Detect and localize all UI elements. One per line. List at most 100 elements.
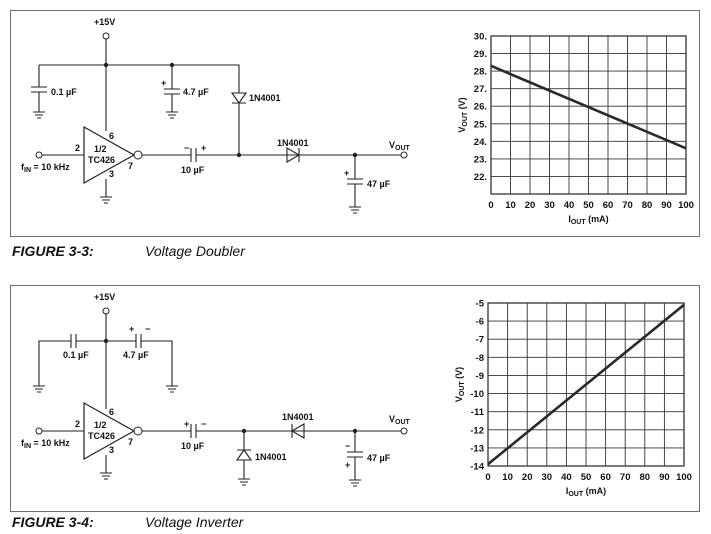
vout-label: VOUT [389, 414, 411, 426]
y-tick-label: -5 [476, 299, 485, 310]
pin-7-label: 7 [128, 437, 133, 447]
diode-shunt-label: 1N4001 [255, 452, 287, 462]
x-tick-label: 100 [678, 200, 694, 211]
cap-10uf-plus: + [184, 419, 189, 429]
cap-47uf-plus: + [344, 168, 349, 178]
pin-3-label: 3 [109, 169, 114, 179]
cap-10uf-label: 10 µF [181, 441, 205, 451]
input-terminal [35, 427, 43, 435]
fin-label: fIN = 10 kHz [21, 438, 70, 450]
x-tick-label: 0 [488, 200, 493, 211]
diode-top-label: 1N4001 [249, 93, 281, 103]
vout-series-line [487, 303, 685, 466]
ic-name-label: TC426 [88, 431, 115, 441]
x-tick-label: 10 [505, 200, 516, 211]
y-tick-label: -12 [470, 425, 484, 436]
figure-3-3-title: Voltage Doubler [145, 243, 245, 259]
x-tick-label: 30 [544, 200, 555, 211]
x-tick-label: 30 [542, 472, 553, 483]
figure-3-3-panel: +15V 0.1 µF + 4.7 µF 1N4001 fIN = 10 kHz… [10, 10, 700, 237]
cap-4-7uf-plus: + [129, 324, 134, 334]
x-tick-label: 60 [600, 472, 611, 483]
y-tick-label: -11 [471, 407, 485, 418]
diode-series-symbol [286, 147, 301, 163]
y-tick-label: 27. [474, 84, 487, 95]
diode-top-symbol [230, 92, 248, 104]
voltage-doubler-schematic: +15V 0.1 µF + 4.7 µF 1N4001 fIN = 10 kHz… [21, 17, 694, 227]
cap-47uf-label: 47 µF [367, 453, 391, 463]
x-tick-label: 70 [620, 472, 631, 483]
x-tick-label: 80 [642, 200, 653, 211]
x-axis-label: IOUT (mA) [568, 214, 608, 226]
figure-3-4-panel: +15V 0.1 µF + − 4.7 µF fIN = 10 kHz 2 1/… [10, 285, 700, 512]
input-terminal [35, 151, 43, 159]
y-tick-label: 22. [474, 172, 487, 183]
x-tick-label: 10 [502, 472, 513, 483]
pin-3-label: 3 [109, 445, 114, 455]
cap-4-7uf-plus: + [161, 78, 166, 88]
figure-3-3-number: FIGURE 3-3: [12, 243, 94, 259]
cap-47uf-label: 47 µF [367, 179, 391, 189]
x-tick-label: 90 [659, 472, 670, 483]
cap-10uf-plus: + [201, 143, 206, 153]
y-axis-label: VOUT (V) [457, 97, 469, 132]
x-tick-label: 50 [583, 200, 594, 211]
vout-label: VOUT [389, 140, 411, 152]
vout-series-line [490, 64, 687, 150]
fin-label: fIN = 10 kHz [21, 162, 70, 174]
y-tick-label: 23. [474, 154, 487, 165]
cap-0-1uf-label: 0.1 µF [51, 87, 77, 97]
x-tick-label: 80 [640, 472, 651, 483]
figure-3-4-title: Voltage Inverter [145, 514, 244, 530]
y-tick-label: -14 [470, 462, 484, 473]
cap-10uf-minus: − [201, 419, 206, 429]
x-tick-label: 60 [603, 200, 614, 211]
y-tick-label: -8 [476, 353, 484, 364]
x-tick-label: 90 [661, 200, 672, 211]
ic-name-label: TC426 [88, 155, 115, 165]
supply-label: +15V [94, 17, 115, 27]
y-tick-label: -9 [476, 371, 484, 382]
cap-4-7uf-minus: − [145, 324, 150, 334]
y-tick-label: 24. [474, 137, 487, 148]
supply-label: +15V [94, 292, 115, 302]
capacitor-0-1uf [31, 65, 47, 119]
pin-2-label: 2 [75, 143, 80, 153]
pin-6-label: 6 [109, 131, 114, 141]
supply-terminal [102, 307, 110, 315]
x-tick-label: 0 [485, 472, 490, 483]
cap-4-7uf-label: 4.7 µF [183, 87, 209, 97]
cap-47uf-minus: − [345, 441, 350, 451]
figure-3-3-caption: FIGURE 3-3: Voltage Doubler [12, 243, 245, 259]
y-tick-label: 30. [474, 32, 487, 43]
voltage-inverter-schematic: +15V 0.1 µF + − 4.7 µF fIN = 10 kHz 2 1/… [21, 292, 692, 499]
ic-half-label: 1/2 [94, 144, 107, 154]
cap-47uf-plus: + [345, 460, 350, 470]
diode-series-label: 1N4001 [277, 138, 309, 148]
y-axis-label: VOUT (V) [454, 367, 466, 402]
diode-series-label: 1N4001 [282, 412, 314, 422]
x-tick-label: 50 [581, 472, 592, 483]
output-terminal [400, 427, 408, 435]
capacitor-4-7uf [164, 65, 180, 119]
pin-6-label: 6 [109, 407, 114, 417]
pin-7-label: 7 [128, 161, 133, 171]
y-tick-label: 26. [474, 102, 487, 113]
supply-terminal [102, 32, 110, 40]
x-tick-label: 40 [564, 200, 575, 211]
y-tick-label: 28. [474, 67, 487, 78]
x-tick-label: 40 [561, 472, 572, 483]
tc426-driver-symbol [83, 125, 136, 185]
diode-shunt-symbol [235, 449, 253, 461]
figure-3-4-number: FIGURE 3-4: [12, 514, 94, 530]
x-tick-label: 20 [522, 472, 533, 483]
diode-series-symbol [290, 423, 305, 439]
ic-half-label: 1/2 [94, 420, 107, 430]
cap-10uf-label: 10 µF [181, 165, 205, 175]
figure-3-4-caption: FIGURE 3-4: Voltage Inverter [12, 514, 243, 530]
y-tick-label: 25. [474, 119, 487, 130]
cap-10uf-minus: − [184, 143, 189, 153]
output-terminal [400, 151, 408, 159]
